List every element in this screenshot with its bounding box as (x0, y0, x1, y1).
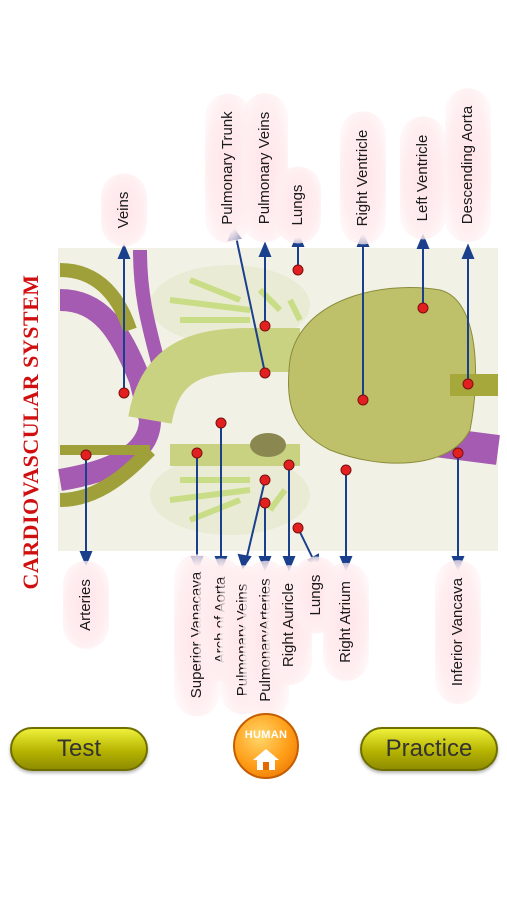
pointer-dots (80, 264, 474, 534)
test-button[interactable]: Test (10, 727, 148, 771)
pointer-arrows (79, 225, 475, 572)
home-button-label: HUMAN (244, 729, 288, 741)
home-icon (253, 749, 279, 770)
practice-button[interactable]: Practice (360, 727, 498, 771)
home-button[interactable]: HUMAN (233, 713, 299, 779)
test-button-label: Test (56, 735, 101, 762)
practice-button-label: Practice (385, 735, 473, 762)
